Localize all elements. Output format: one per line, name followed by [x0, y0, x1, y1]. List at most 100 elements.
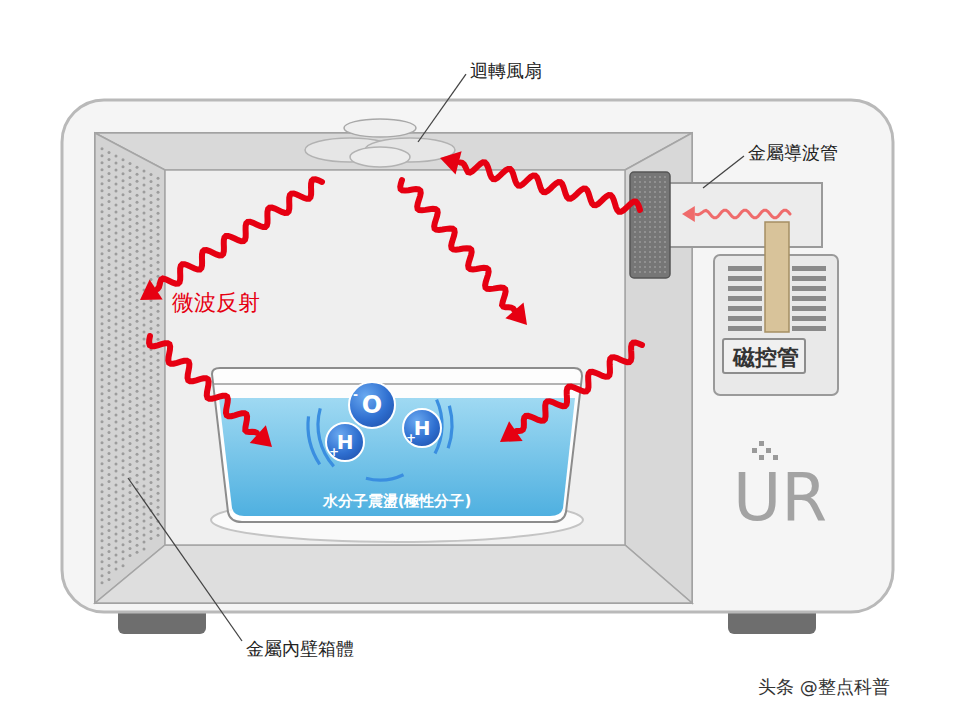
cavity-front [95, 133, 692, 603]
mesh-dot [649, 246, 651, 248]
perforation-dot [143, 225, 146, 228]
perforation-dot [129, 337, 132, 340]
perforation-dot [129, 169, 132, 172]
perforation-dot [143, 358, 146, 361]
perforation-dot [129, 344, 132, 347]
logo-pixel [759, 441, 764, 446]
perforation-dot [129, 407, 132, 410]
mesh-dot [654, 256, 656, 258]
perforation-dot [122, 340, 125, 343]
mesh-dot [654, 271, 656, 273]
perforation-dot [143, 519, 146, 522]
perforation-dot [150, 327, 153, 330]
perforation-dot [143, 344, 146, 347]
perforation-dot [122, 277, 125, 280]
perforation-dot [101, 420, 104, 423]
mesh-dot [654, 191, 656, 193]
perforation-dot [129, 253, 132, 256]
perforation-dot [122, 466, 125, 469]
perforation-dot [143, 540, 146, 543]
perforation-dot [108, 389, 111, 392]
perforation-dot [101, 413, 104, 416]
microwave-arrow [140, 179, 322, 300]
perforation-dot [122, 361, 125, 364]
perforation-dot [122, 403, 125, 406]
perforation-dot [122, 312, 125, 315]
perforation-dot [108, 340, 111, 343]
perforation-dot [129, 316, 132, 319]
perforation-dot [157, 492, 160, 495]
perforation-dot [115, 274, 118, 277]
perforation-dot [115, 218, 118, 221]
perforation-dot [136, 446, 139, 449]
perforation-dot [129, 323, 132, 326]
perforation-dot [129, 421, 132, 424]
perforation-dot [143, 491, 146, 494]
perforation-dot [122, 410, 125, 413]
perforation-dot [122, 487, 125, 490]
perforation-dot [122, 438, 125, 441]
perforation-dot [129, 386, 132, 389]
mesh-dot [644, 186, 646, 188]
perforation-dot [143, 365, 146, 368]
perforation-dot [122, 172, 125, 175]
mesh-dot [639, 186, 641, 188]
perforation-dot [108, 396, 111, 399]
perforation-dot [136, 187, 139, 190]
microwave-arrow [149, 336, 272, 447]
arrowhead [500, 421, 523, 442]
perforation-dot [108, 382, 111, 385]
perforation-dot [150, 215, 153, 218]
perforation-dot [115, 183, 118, 186]
perforation-dot [136, 208, 139, 211]
perforation-dot [122, 221, 125, 224]
perforation-dot [115, 337, 118, 340]
perforation-dot [108, 242, 111, 245]
perforation-dot [115, 197, 118, 200]
hydrogen-atom: H+ [325, 422, 365, 462]
wave-path [517, 342, 642, 431]
perforation-dot [136, 544, 139, 547]
perforation-dot [115, 435, 118, 438]
mesh-dot [664, 261, 666, 263]
perforation-dot [150, 397, 153, 400]
perforation-dot [129, 533, 132, 536]
perforation-dot [157, 331, 160, 334]
perforation-dot [108, 515, 111, 518]
perforation-dot [108, 403, 111, 406]
mesh-dot [659, 261, 661, 263]
perforation-dot [101, 560, 104, 563]
mesh-dot [649, 221, 651, 223]
brand-logo: UR [733, 458, 827, 537]
perforation-dot [129, 211, 132, 214]
perforation-dot [143, 456, 146, 459]
bowl-glass [212, 368, 582, 522]
perforation-dot [115, 554, 118, 557]
perforation-dot [115, 323, 118, 326]
cavity-back-wall [165, 170, 625, 545]
mesh-dot [654, 196, 656, 198]
perforation-dot [108, 151, 111, 154]
perforation-dot [122, 319, 125, 322]
perforation-dot [108, 375, 111, 378]
mesh-dot [644, 271, 646, 273]
perforation-dot [129, 365, 132, 368]
perforation-dot [115, 414, 118, 417]
perforation-dot [122, 515, 125, 518]
mesh-dot [659, 221, 661, 223]
mesh-dot [649, 191, 651, 193]
perforation-dot [115, 344, 118, 347]
perforation-dot [115, 204, 118, 207]
perforation-dot [122, 228, 125, 231]
mesh-dot [634, 271, 636, 273]
perforation-dot [136, 299, 139, 302]
mesh-dot [649, 211, 651, 213]
perforation-dot [143, 547, 146, 550]
wave-path [696, 210, 790, 218]
perforation-dot [122, 200, 125, 203]
perforation-dot [157, 191, 160, 194]
perforation-dot [101, 532, 104, 535]
perforation-dot [115, 463, 118, 466]
perforation-dot [108, 543, 111, 546]
